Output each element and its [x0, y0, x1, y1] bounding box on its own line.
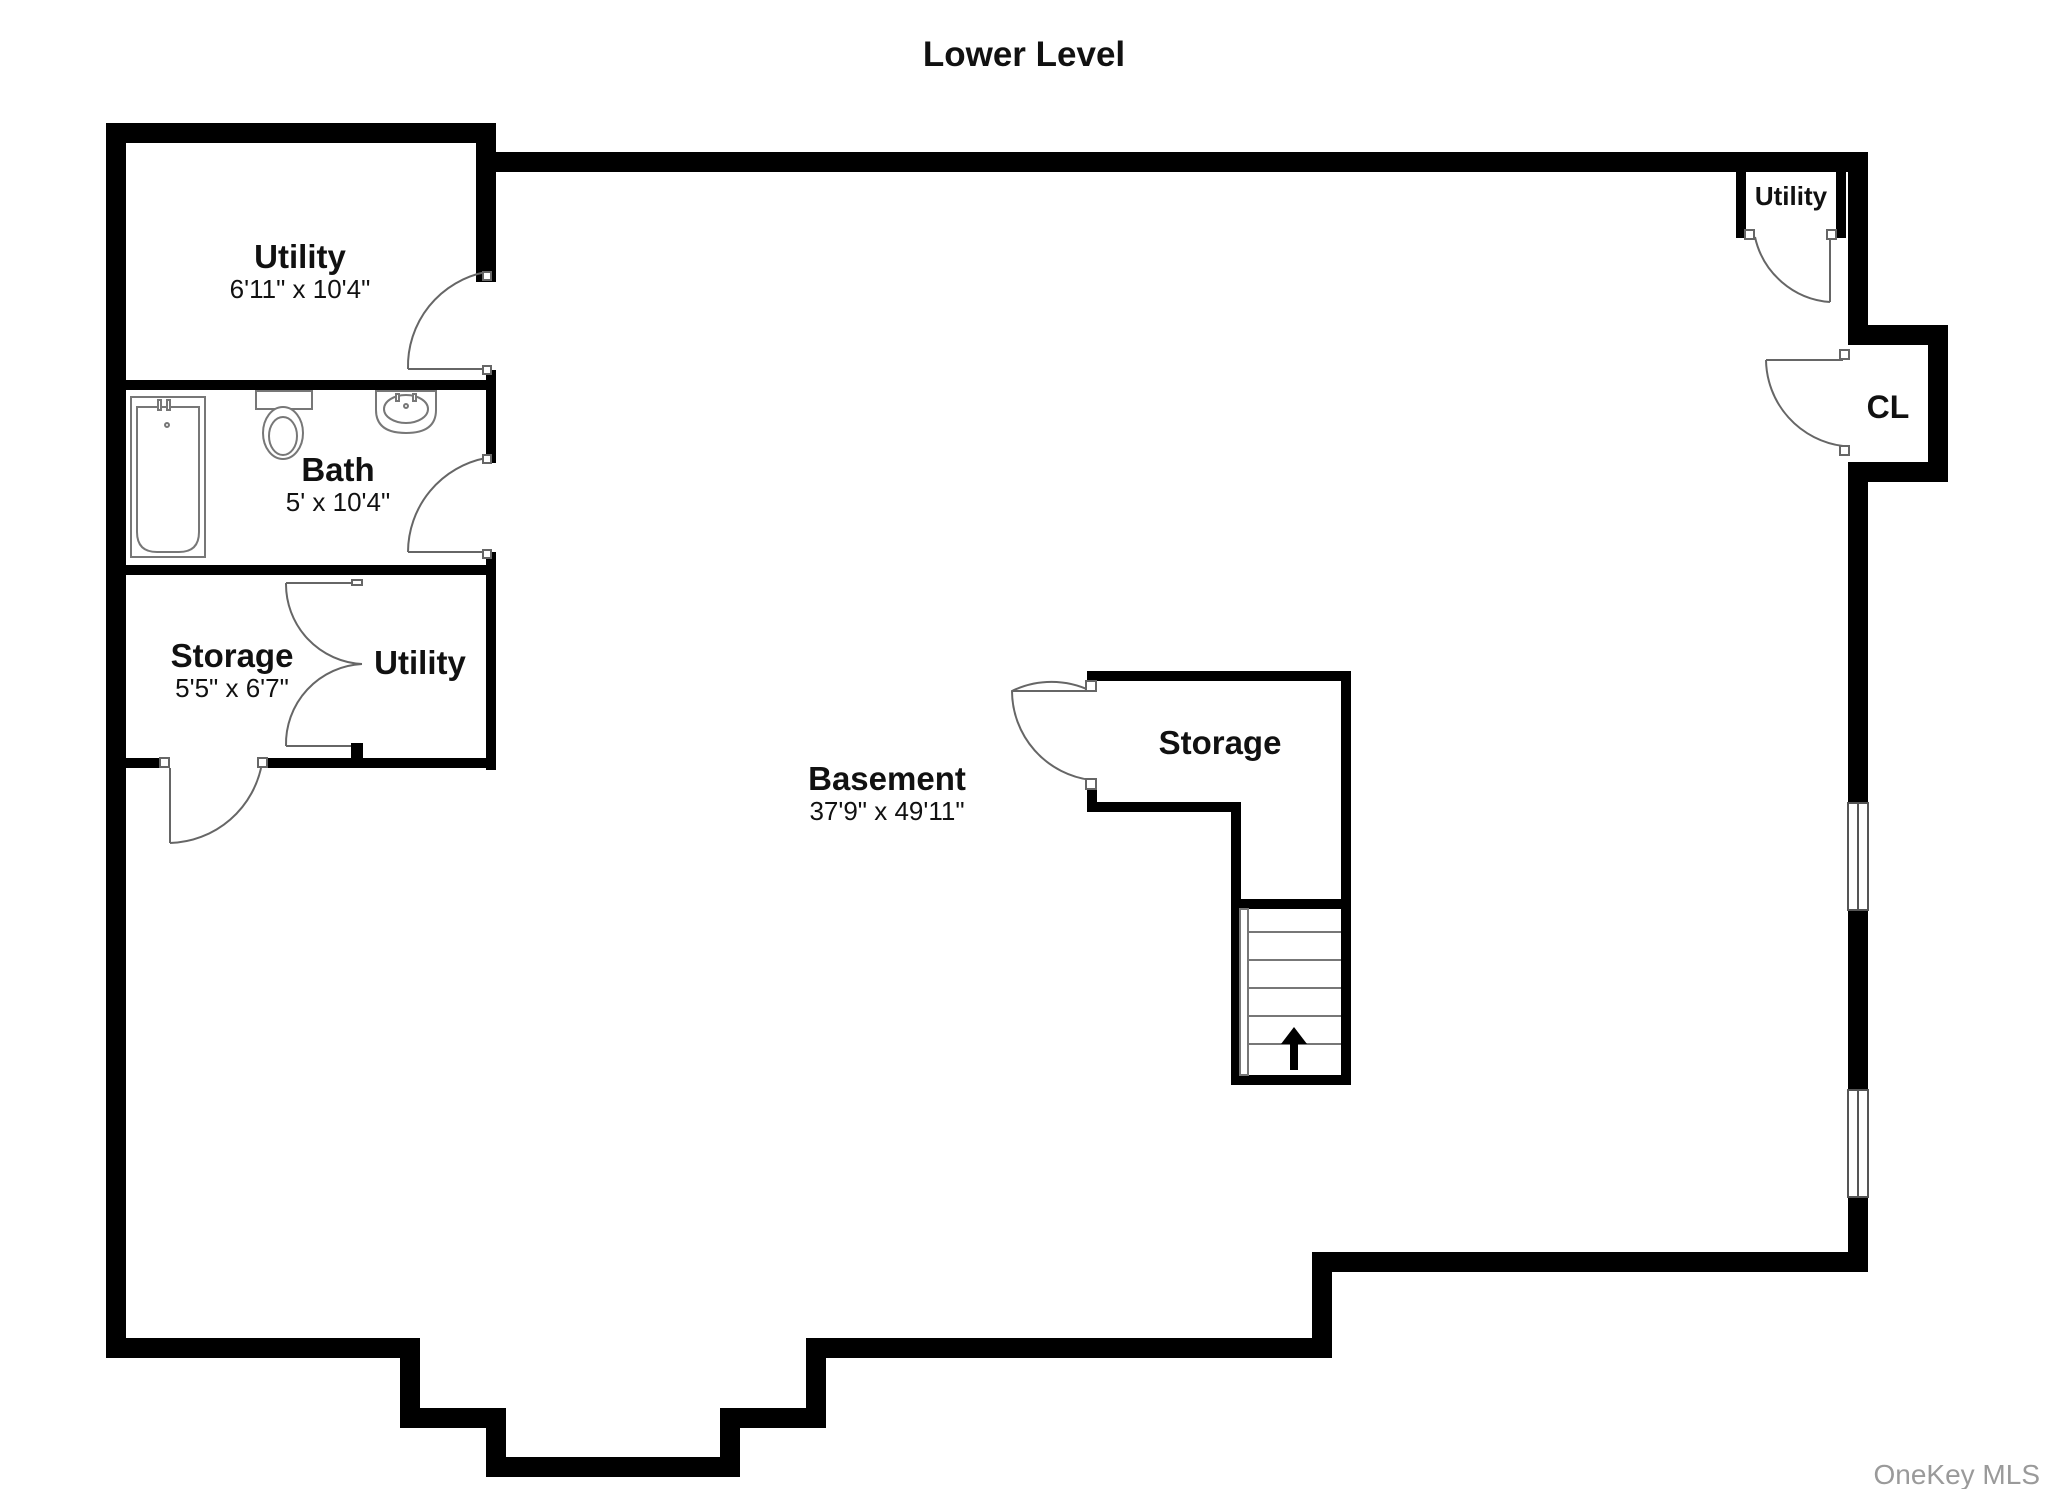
storage-left-size: 5'5" x 6'7" — [175, 673, 289, 703]
utility-top-size: 6'11" x 10'4" — [230, 274, 371, 304]
bathtub-icon — [130, 396, 206, 558]
door-swing-icon — [284, 579, 363, 759]
toilet-icon — [255, 390, 313, 460]
window-icon — [1847, 1089, 1869, 1198]
basement-size: 37'9" x 49'11" — [809, 796, 964, 826]
storage-center-label: Storage — [1159, 724, 1282, 761]
floor-title: Lower Level — [923, 35, 1125, 74]
watermark: OneKey MLS — [1873, 1459, 2040, 1489]
door-swing-icon — [1010, 680, 1097, 790]
left-rooms-walls — [116, 370, 496, 770]
sink-icon — [375, 390, 437, 435]
outer-walls — [106, 123, 1948, 1477]
bath-size: 5' x 10'4" — [286, 487, 390, 517]
bath-label: Bath — [301, 451, 374, 488]
closet-label: CL — [1867, 389, 1910, 425]
door-swing-icon — [1744, 229, 1837, 303]
window-icon — [1847, 802, 1869, 911]
corner-utility-walls — [1736, 162, 1846, 238]
storage-left-label: Storage — [171, 637, 294, 674]
stair-up-arrow-icon — [1281, 1027, 1307, 1070]
utility-corner-label: Utility — [1755, 181, 1828, 211]
basement-label: Basement — [808, 760, 966, 797]
door-swing-icon — [159, 757, 268, 844]
utility-mid-label: Utility — [374, 644, 466, 681]
door-swing-icon — [407, 454, 492, 559]
door-swing-icon — [406, 271, 492, 375]
utility-top-label: Utility — [254, 238, 346, 275]
center-storage-walls — [1087, 671, 1351, 1085]
door-swing-icon — [1765, 349, 1850, 456]
